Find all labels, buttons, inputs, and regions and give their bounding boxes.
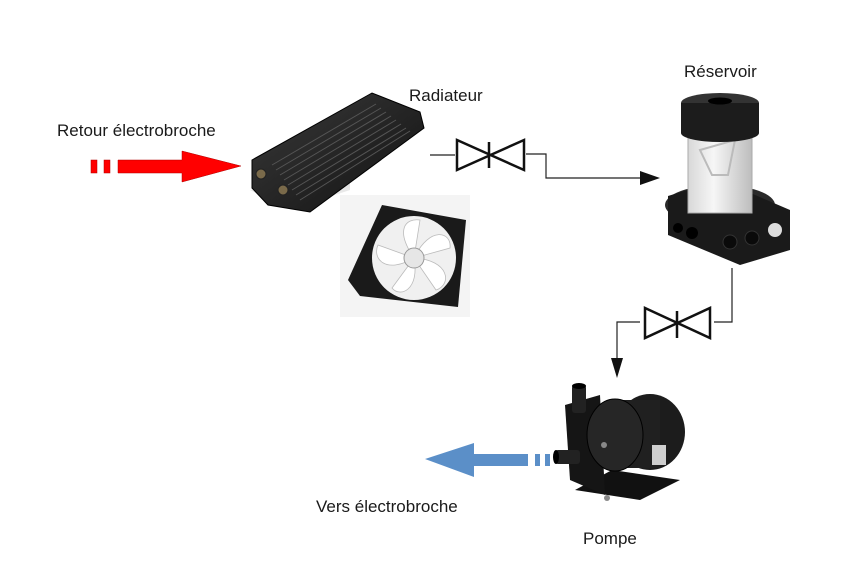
flow-arrowhead — [611, 358, 623, 378]
flow-arrowhead — [640, 171, 660, 185]
label-to-spindle: Vers électrobroche — [316, 497, 458, 516]
fan-icon — [340, 195, 470, 317]
outflow-dash — [545, 454, 550, 466]
reservoir-icon — [665, 93, 790, 265]
inflow-dash — [103, 159, 111, 174]
inflow-dash — [90, 159, 98, 174]
label-pump: Pompe — [583, 529, 637, 548]
radiator-icon — [250, 92, 425, 213]
pump-icon — [553, 383, 685, 501]
pipe-line — [714, 268, 733, 323]
label-return-in: Retour électrobroche — [57, 121, 216, 140]
inflow-arrow — [90, 150, 242, 183]
inflow-arrow-body — [117, 150, 242, 183]
valve-icon — [455, 138, 526, 172]
valve-1 — [430, 138, 660, 185]
valve-2 — [611, 268, 733, 378]
outflow-dash — [535, 454, 540, 466]
label-radiator: Radiateur — [409, 86, 483, 105]
pipe-line — [526, 153, 640, 179]
label-reservoir: Réservoir — [684, 62, 757, 81]
outflow-arrow — [425, 443, 550, 477]
outflow-arrow-body — [425, 443, 528, 477]
pipe-line — [616, 321, 640, 358]
